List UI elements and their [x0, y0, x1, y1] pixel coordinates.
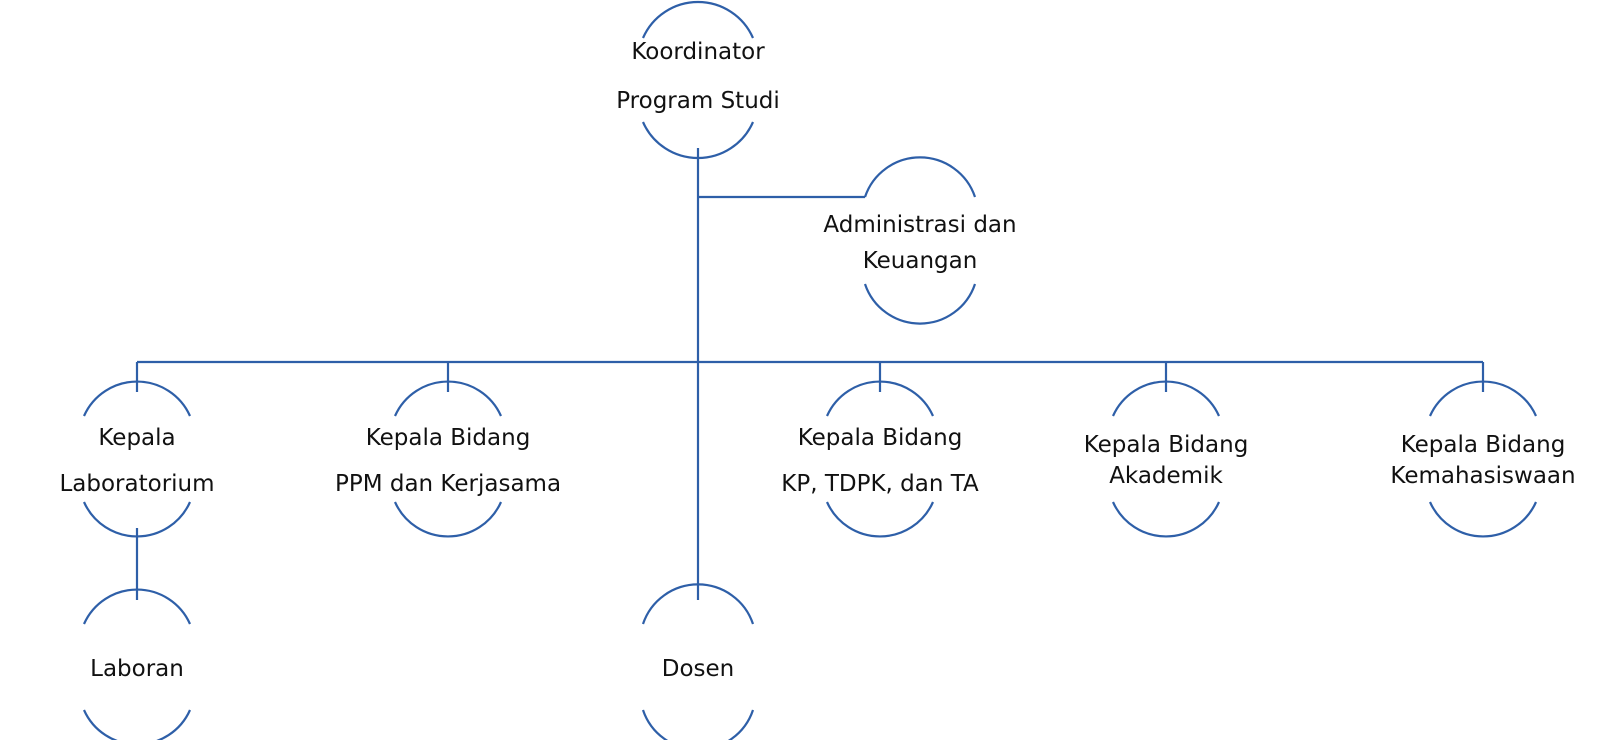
node-laboran: Laboran	[90, 656, 184, 682]
ppm-arc-top	[393, 380, 503, 417]
koordinator-line1: Koordinator	[631, 39, 765, 65]
akademik-arc-bottom	[1111, 501, 1221, 538]
administrasi-arc-top	[863, 156, 977, 198]
lab-arc-top	[82, 380, 192, 417]
node-administrasi: Administrasi dan Keuangan	[823, 212, 1016, 274]
node-akademik: Kepala Bidang Akademik	[1084, 432, 1249, 489]
laboran-arc-top	[82, 588, 192, 625]
connectors	[135, 148, 1485, 600]
dosen-label: Dosen	[662, 656, 735, 682]
node-kp: Kepala Bidang KP, TDPK, dan TA	[781, 425, 979, 497]
lab-line1: Kepala	[98, 425, 175, 451]
akademik-arc-top	[1111, 380, 1221, 417]
node-arcs	[82, 0, 1538, 740]
administrasi-line2: Keuangan	[863, 248, 978, 274]
lab-line2: Laboratorium	[59, 471, 214, 497]
administrasi-arc-bottom	[863, 283, 977, 325]
kp-line1: Kepala Bidang	[798, 425, 963, 451]
koordinator-line2: Program Studi	[616, 88, 780, 114]
node-lab: Kepala Laboratorium	[59, 425, 214, 497]
kp-arc-bottom	[825, 501, 935, 538]
akademik-line1: Kepala Bidang	[1084, 432, 1249, 458]
koordinator-arc-top	[641, 0, 755, 39]
kp-line2: KP, TDPK, dan TA	[781, 471, 979, 497]
koordinator-arc-bottom	[641, 121, 755, 160]
node-kemahasiswaan: Kepala Bidang Kemahasiswaan	[1390, 432, 1575, 489]
node-koordinator: Koordinator Program Studi	[616, 39, 780, 114]
ppm-line2: PPM dan Kerjasama	[335, 471, 561, 497]
node-dosen: Dosen	[662, 656, 735, 682]
dosen-arc-top	[641, 583, 755, 625]
dosen-arc-bottom	[641, 709, 755, 740]
node-ppm: Kepala Bidang PPM dan Kerjasama	[335, 425, 561, 497]
ppm-arc-bottom	[393, 501, 503, 538]
ppm-line1: Kepala Bidang	[366, 425, 531, 451]
kp-arc-top	[825, 380, 935, 417]
akademik-line2: Akademik	[1109, 463, 1223, 489]
kemahasiswaan-line1: Kepala Bidang	[1401, 432, 1566, 458]
administrasi-line1: Administrasi dan	[823, 212, 1016, 238]
node-labels: Koordinator Program Studi Administrasi d…	[59, 39, 1575, 682]
laboran-label: Laboran	[90, 656, 184, 682]
kemahasiswaan-arc-top	[1428, 380, 1538, 417]
kemahasiswaan-line2: Kemahasiswaan	[1390, 463, 1575, 489]
laboran-arc-bottom	[82, 709, 192, 740]
kemahasiswaan-arc-bottom	[1428, 501, 1538, 538]
lab-arc-bottom	[82, 501, 192, 538]
